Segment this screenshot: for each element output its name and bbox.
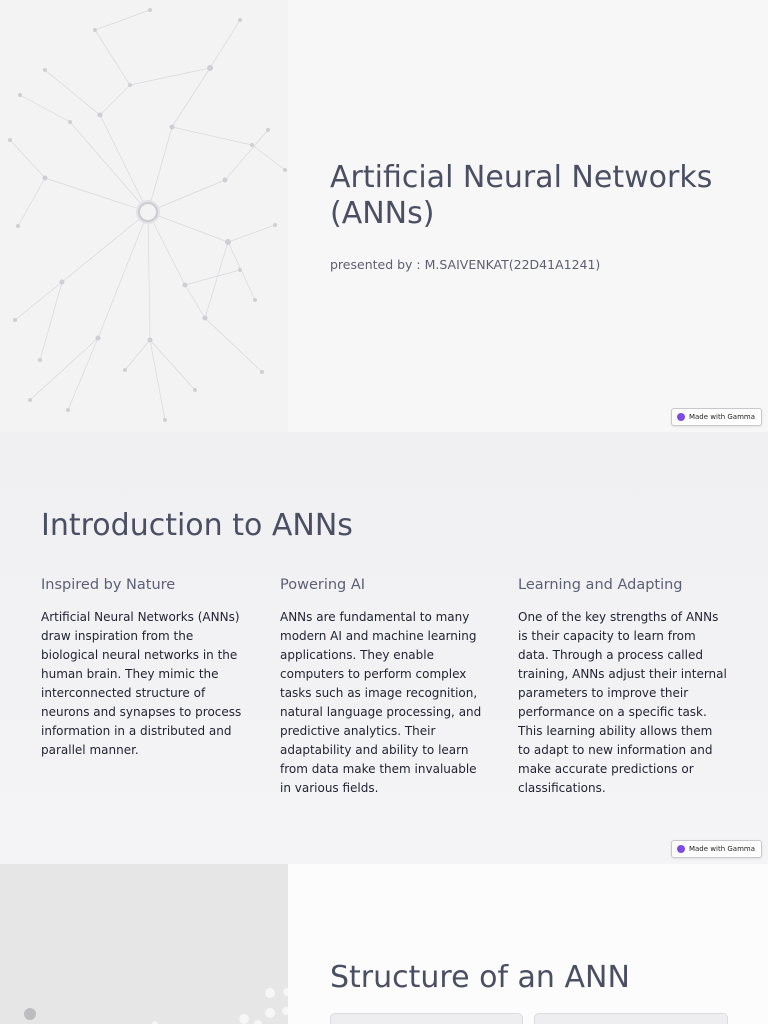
introduction-slide: Introduction to ANNs Inspired by Nature … xyxy=(0,432,768,864)
made-with-gamma-label: Made with Gamma xyxy=(688,845,755,853)
made-with-gamma-badge[interactable]: Made with Gamma xyxy=(670,408,762,426)
column-heading: Powering AI xyxy=(280,577,366,593)
gamma-logo-icon xyxy=(676,413,685,421)
title-slide: Artificial Neural Networks (ANNs) presen… xyxy=(0,0,768,432)
structure-slide: Structure of an ANN xyxy=(0,864,768,1024)
neural-network-illustration xyxy=(0,0,288,432)
column-body: Artificial Neural Networks (ANNs) draw i… xyxy=(41,610,242,757)
made-with-gamma-badge[interactable]: Made with Gamma xyxy=(670,840,762,858)
presentation-title: Artificial Neural Networks (ANNs) xyxy=(330,160,713,231)
presenter-credit: presented by : M.SAIVENKAT(22D41A1241) xyxy=(330,257,601,272)
structure-title: Structure of an ANN xyxy=(330,960,630,995)
gamma-logo-icon xyxy=(676,845,685,853)
column-body: ANNs are fundamental to many modern AI a… xyxy=(280,610,482,795)
column-body: One of the key strengths of ANNs is thei… xyxy=(518,610,727,795)
structure-card-1 xyxy=(330,1013,523,1024)
structure-illustration xyxy=(0,864,288,1024)
column-heading: Learning and Adapting xyxy=(518,577,683,593)
introduction-title: Introduction to ANNs xyxy=(41,508,353,543)
structure-card-2 xyxy=(534,1013,728,1024)
made-with-gamma-label: Made with Gamma xyxy=(688,413,755,421)
column-inspired-by-nature: Inspired by Nature Artificial Neural Net… xyxy=(41,576,251,760)
column-powering-ai: Powering AI ANNs are fundamental to many… xyxy=(280,576,490,798)
column-learning-and-adapting: Learning and Adapting One of the key str… xyxy=(518,576,728,798)
column-heading: Inspired by Nature xyxy=(41,577,176,593)
